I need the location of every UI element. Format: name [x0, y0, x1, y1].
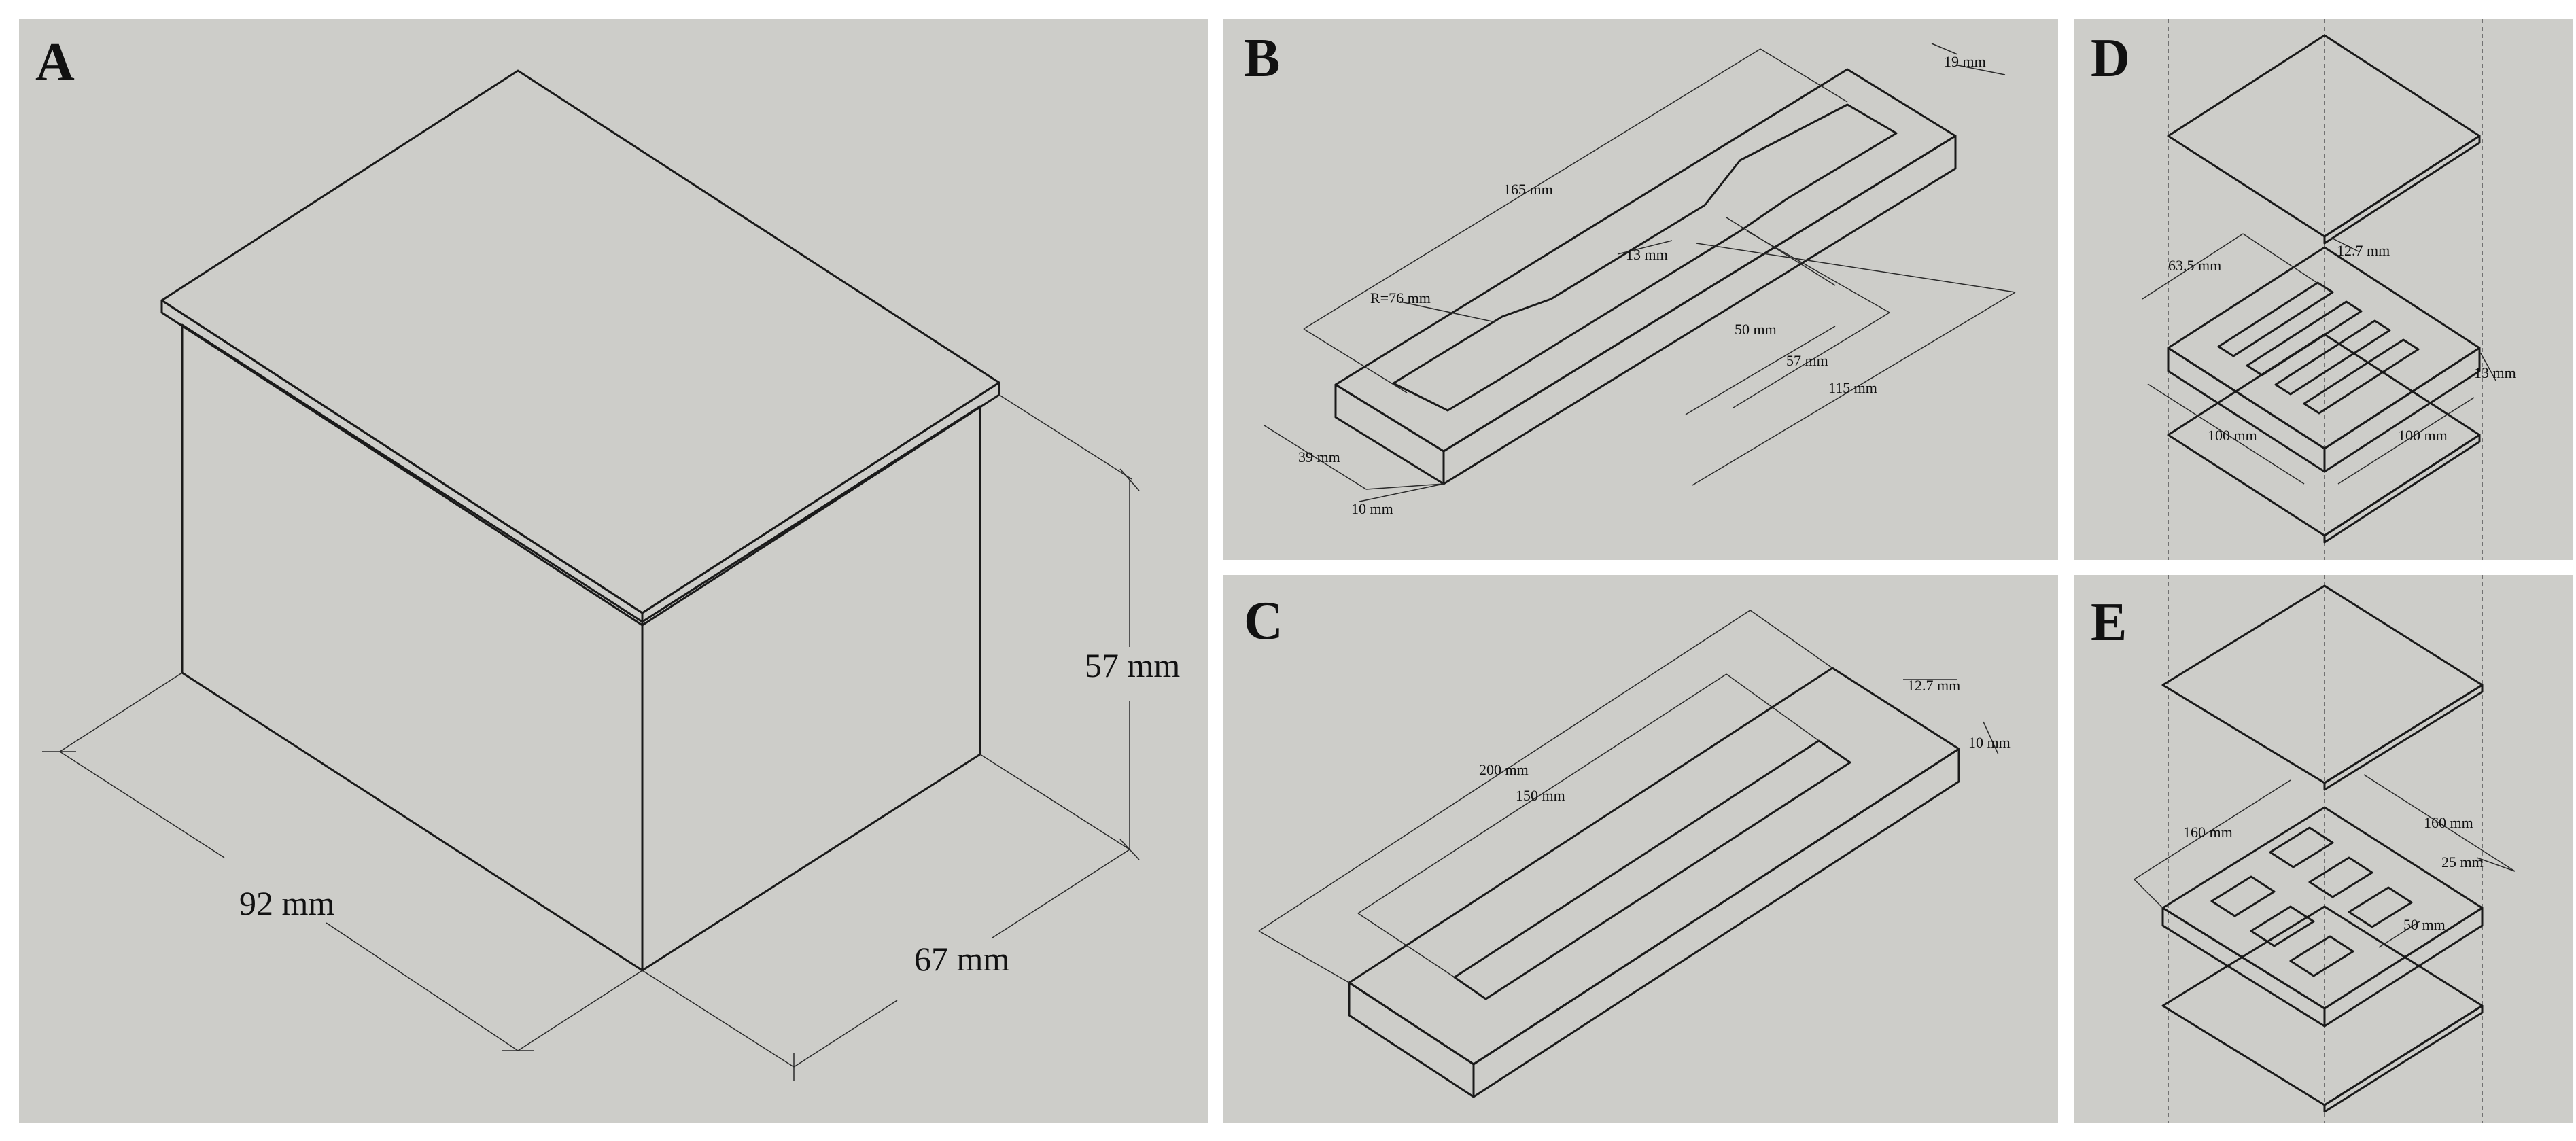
grid-plate-right — [2323, 347, 2481, 473]
dim-label: R=76 mm — [1370, 289, 1431, 306]
dim-label: 57 mm — [1786, 352, 1828, 369]
dim-label: 67 mm — [914, 940, 1009, 978]
dim-label: 57 mm — [1085, 646, 1180, 684]
panel-c-dimensions — [1258, 610, 1999, 983]
panel-c: C 200 mm 150 mm 12.7 mm 10 mm — [1244, 591, 2011, 1098]
panel-b-dimensions — [1264, 43, 2016, 502]
panel-a-dimensions — [42, 394, 1140, 1081]
dim-label: 19 mm — [1944, 53, 1986, 70]
panel-e-dimensions — [2134, 774, 2516, 948]
mold-cavity — [1392, 103, 1898, 412]
panel-a: A 92 mm 67 mm 57 mm — [35, 33, 1180, 1081]
dim-label: 10 mm — [1968, 734, 2011, 751]
dim-label: 150 mm — [1516, 787, 1565, 804]
dim-label: 200 mm — [1479, 761, 1529, 778]
grid-slots — [2217, 281, 2420, 415]
panel-b: B 165 mm 19 mm 13 mm R=76 mm 50 mm 57 mm — [1244, 29, 2016, 517]
dim-label: 50 mm — [1735, 321, 1777, 338]
dim-label: 160 mm — [2424, 814, 2473, 831]
panel-d-letter: D — [2091, 29, 2130, 88]
dim-label: 100 mm — [2398, 427, 2448, 444]
dim-label: 10 mm — [1351, 500, 1393, 517]
dim-label: 115 mm — [1828, 379, 1877, 396]
panel-e-letter: E — [2091, 593, 2127, 652]
dim-label: 63.5 mm — [2168, 257, 2221, 274]
panel-c-bg — [1223, 575, 2058, 1123]
panel-d-dimensions — [2142, 233, 2496, 485]
top-sheet-edge — [2323, 135, 2481, 245]
grid-wells — [2210, 826, 2413, 977]
dim-label: 12.7 mm — [1907, 677, 1960, 694]
mold-front-right — [1442, 135, 1957, 485]
panel-a-letter: A — [35, 33, 75, 92]
panel-a-bg — [19, 19, 1208, 1123]
panel-e: E 160 mm 160 mm 25 mm — [2091, 575, 2516, 1123]
dim-label: 50 mm — [2403, 916, 2446, 933]
dim-label: 25 mm — [2441, 854, 2484, 871]
panel-b-letter: B — [1244, 29, 1280, 88]
panel-b-bg — [1223, 19, 2058, 560]
panel-c-letter: C — [1244, 591, 1283, 651]
dim-label: 165 mm — [1503, 181, 1553, 198]
plate-groove — [1453, 739, 1851, 1000]
dim-label: 13 mm — [1626, 246, 1668, 263]
top-sheet-edge — [2323, 684, 2484, 791]
bottom-sheet-edge — [2323, 1004, 2484, 1113]
panel-d: D 63.5 mm 12.7 mm 100 mm 100 — [2091, 19, 2516, 560]
dim-label: 92 mm — [239, 884, 334, 922]
dim-label: 13 mm — [2474, 364, 2516, 381]
dim-label: 12.7 mm — [2337, 242, 2390, 259]
grid-plate-right — [2323, 907, 2484, 1028]
dim-label: 160 mm — [2183, 824, 2233, 841]
plate-front-right — [1472, 748, 1960, 1098]
bottom-sheet-edge — [2323, 434, 2481, 544]
panel-d-bg — [2074, 19, 2573, 560]
dim-label: 100 mm — [2208, 427, 2257, 444]
dim-label: 39 mm — [1298, 449, 1340, 466]
